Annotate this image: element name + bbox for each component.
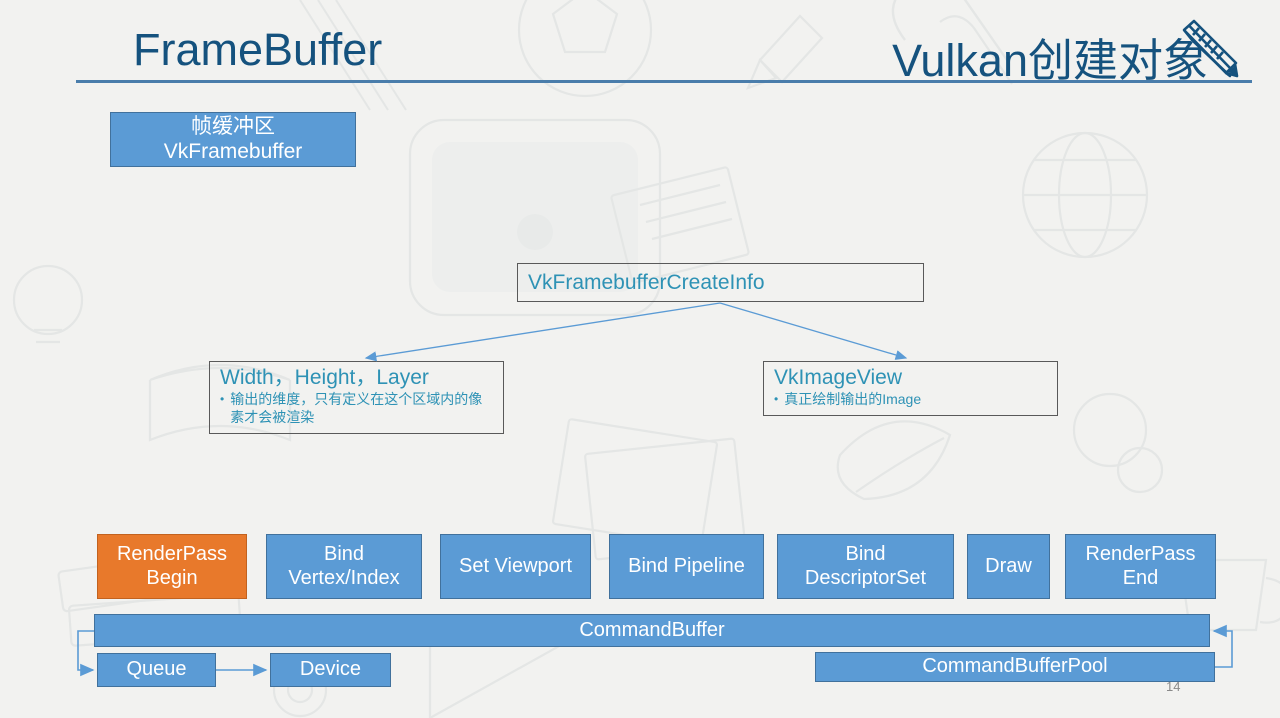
pencil-icon [1182, 19, 1239, 78]
page-title: FrameBuffer [133, 24, 383, 75]
command-step-label-line1: RenderPass [1085, 542, 1196, 565]
arrow-commandbuffer-to-queue [77, 630, 95, 677]
arrow-createinfo-to-dimensions [364, 302, 721, 362]
command-step-label-line1: Set Viewport [458, 554, 573, 577]
bullet-text: 输出的维度，只有定义在这个区域内的像素才会被渲染 [230, 391, 483, 426]
command-step-label-line1: Bind [323, 542, 365, 565]
command-step-5[interactable]: Draw [967, 534, 1050, 599]
node-vkimageview[interactable]: VkImageView • 真正绘制输出的Image [763, 361, 1058, 416]
node-framebuffer-line1: 帧缓冲区 [191, 114, 275, 138]
slide-title-bar: FrameBuffer Vulkan创建对象 [0, 0, 1280, 95]
node-vkframebuffercreateinfo[interactable]: VkFramebufferCreateInfo [517, 263, 924, 302]
bar-commandbuffer-label: CommandBuffer [579, 618, 725, 641]
node-queue[interactable]: Queue [97, 653, 216, 687]
node-vkimageview-title: VkImageView [774, 366, 903, 389]
node-vkimageview-bullet: • 真正绘制输出的Image [774, 391, 1049, 409]
command-step-label-line1: RenderPass [116, 542, 228, 565]
command-step-label-line1: Bind [845, 542, 886, 565]
bar-commandbufferpool[interactable]: CommandBufferPool [815, 652, 1215, 682]
command-step-2[interactable]: Set Viewport [440, 534, 591, 599]
command-step-3[interactable]: Bind Pipeline [609, 534, 764, 599]
command-step-label-line2: Begin [146, 566, 198, 589]
node-framebuffer[interactable]: 帧缓冲区 VkFramebuffer [110, 112, 356, 167]
command-step-label-line1: Bind Pipeline [628, 554, 745, 577]
command-step-label-line2: DescriptorSet [804, 566, 927, 589]
node-width-height-layer-bullet: • 输出的维度，只有定义在这个区域内的像素才会被渲染 [220, 391, 495, 427]
bullet-icon: • [220, 392, 225, 407]
bar-commandbufferpool-label: CommandBufferPool [922, 655, 1108, 678]
command-step-label-line2: Vertex/Index [288, 566, 400, 589]
node-device[interactable]: Device [270, 653, 391, 687]
page-title-secondary: Vulkan创建对象 [892, 35, 1208, 86]
bullet-icon: • [774, 392, 779, 407]
node-vkframebuffercreateinfo-label: VkFramebufferCreateInfo [528, 270, 765, 294]
node-framebuffer-line2: VkFramebuffer [163, 139, 303, 163]
node-width-height-layer-title: Width，Height，Layer [220, 366, 429, 389]
command-step-label-line2: End [1122, 566, 1159, 589]
page-number: 14 [1166, 679, 1181, 694]
bar-commandbuffer[interactable]: CommandBuffer [94, 614, 1210, 647]
node-device-label: Device [299, 658, 362, 681]
arrow-pool-to-commandbuffer [1212, 624, 1233, 668]
command-step-label-line1: Draw [985, 554, 1032, 577]
bullet-text: 真正绘制输出的Image [784, 391, 922, 408]
arrow-createinfo-to-imageview [719, 302, 908, 360]
node-width-height-layer[interactable]: Width，Height，Layer • 输出的维度，只有定义在这个区域内的像素… [209, 361, 504, 434]
node-queue-label: Queue [126, 658, 187, 681]
title-divider [76, 80, 1252, 83]
